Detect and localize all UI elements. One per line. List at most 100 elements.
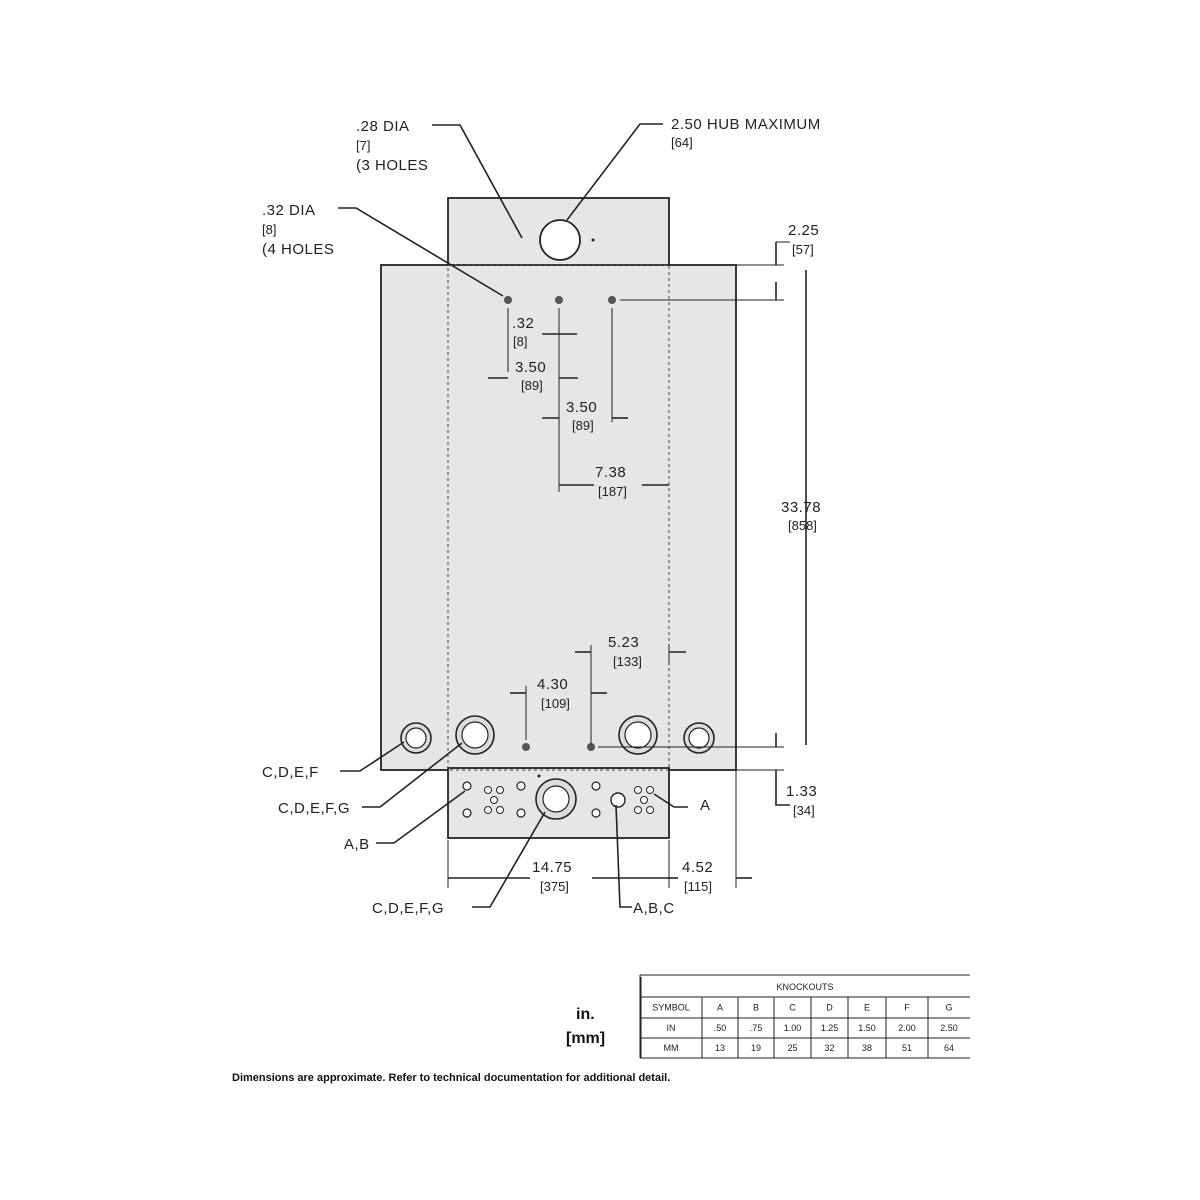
panel-knockouts [400,715,715,755]
knockout [640,796,648,804]
dim-2-25-mm: [57] [792,242,814,257]
mounting-hole [504,296,512,304]
table-cell: 1.25 [821,1023,839,1033]
table-header-cell: F [904,1003,910,1013]
dim-32-mm: [8] [513,334,527,349]
dim-3-50b-mm: [89] [572,418,594,433]
knockout [542,785,570,813]
knockout [610,792,626,808]
table-cell: 13 [715,1043,725,1053]
table-header-cell: C [789,1003,796,1013]
dim-3-50a-in: 3.50 [515,359,546,376]
knockout-label-left-inner: C,D,E,F,G [278,800,350,817]
hole-32-mm-label: [8] [262,222,276,237]
dim-4-30-mm: [109] [541,696,570,711]
hub-mm-label: [64] [671,135,693,150]
dimension-labels: 2.25 [57] .32 [8] 3.50 [89] 3.50 [89] 7.… [512,222,821,894]
table-cell: 19 [751,1043,761,1053]
knockout [591,808,601,818]
table-cell: 2.00 [898,1023,916,1033]
dimension-lines [447,241,807,888]
mounting-holes [504,296,616,751]
table-cell: IN [667,1023,676,1033]
enclosure-body [380,197,737,839]
knockout [484,786,492,794]
dim-3-50b-in: 3.50 [566,399,597,416]
inner-dashed-outline [447,264,670,771]
dim-1-33-mm: [34] [793,803,815,818]
table-header-cell: B [753,1003,759,1013]
hub-marker-dot [591,238,595,242]
knockout [490,796,498,804]
knockout [462,808,472,818]
mounting-hole [608,296,616,304]
leader-lines [338,123,688,908]
knockout [624,721,652,749]
units-legend: in. [mm] [566,1006,605,1047]
dim-14-75-in: 14.75 [532,859,572,876]
knockouts-table-title: KNOCKOUTS [776,982,833,992]
knockout-label-bottom-center: C,D,E,F,G [372,900,444,917]
table-header-cell: E [864,1003,870,1013]
dim-4-52-in: 4.52 [682,859,713,876]
table-cell: 2.50 [940,1023,958,1033]
footnote: Dimensions are approximate. Refer to tec… [232,1072,670,1084]
table-header-cell: D [826,1003,833,1013]
gland-knockouts [462,774,654,820]
units-inches: in. [576,1006,595,1023]
table-cell: 64 [944,1043,954,1053]
table-header-cell: SYMBOL [652,1003,690,1013]
table-cell: .50 [714,1023,727,1033]
dim-7-38-in: 7.38 [595,464,626,481]
table-cell: MM [664,1043,679,1053]
hole-28-count-label: (3 HOLES [356,157,428,174]
dim-3-50a-mm: [89] [521,378,543,393]
table-cell: 38 [862,1043,872,1053]
hole-32-dia-label: .32 DIA [262,202,316,219]
table-cell: 32 [824,1043,834,1053]
knockout-marker [537,774,541,778]
dim-33-78-in: 33.78 [781,499,821,516]
callout-labels: .28 DIA [7] (3 HOLES 2.50 HUB MAXIMUM [6… [262,116,820,917]
knockout [461,721,489,749]
table-header-cell: G [945,1003,952,1013]
knockout [646,786,654,794]
hub-opening [539,219,581,261]
dim-14-75-mm: [375] [540,879,569,894]
table-cell: 1.00 [784,1023,802,1033]
hole-28-mm-label: [7] [356,138,370,153]
hole-28-dia-label: .28 DIA [356,118,410,135]
knockout [496,806,504,814]
dim-7-38-mm: [187] [598,484,627,499]
table-cell: 25 [787,1043,797,1053]
knockout-label-left-outer: C,D,E,F [262,764,319,781]
dim-4-30-in: 4.30 [537,676,568,693]
knockout [634,786,642,794]
units-mm: [mm] [566,1030,605,1047]
dim-4-52-mm: [115] [684,879,712,894]
mounting-hole [522,743,530,751]
knockout [496,786,504,794]
table-cell: 51 [902,1043,912,1053]
knockout [634,806,642,814]
dim-5-23-in: 5.23 [608,634,639,651]
dim-2-25-in: 2.25 [788,222,819,239]
dim-1-33-in: 1.33 [786,783,817,800]
knockout-label-abc: A,B,C [633,900,675,917]
knockout [591,781,601,791]
knockout [688,727,710,749]
hole-32-count-label: (4 HOLES [262,241,334,258]
knockout [646,806,654,814]
dim-33-78-mm: [858] [788,518,817,533]
knockout [405,727,427,749]
mounting-hole [555,296,563,304]
dim-5-23-mm: [133] [613,654,642,669]
knockout [462,781,472,791]
table-header-cell: A [717,1003,723,1013]
knockout [484,806,492,814]
table-cell: 1.50 [858,1023,876,1033]
mounting-hole [587,743,595,751]
